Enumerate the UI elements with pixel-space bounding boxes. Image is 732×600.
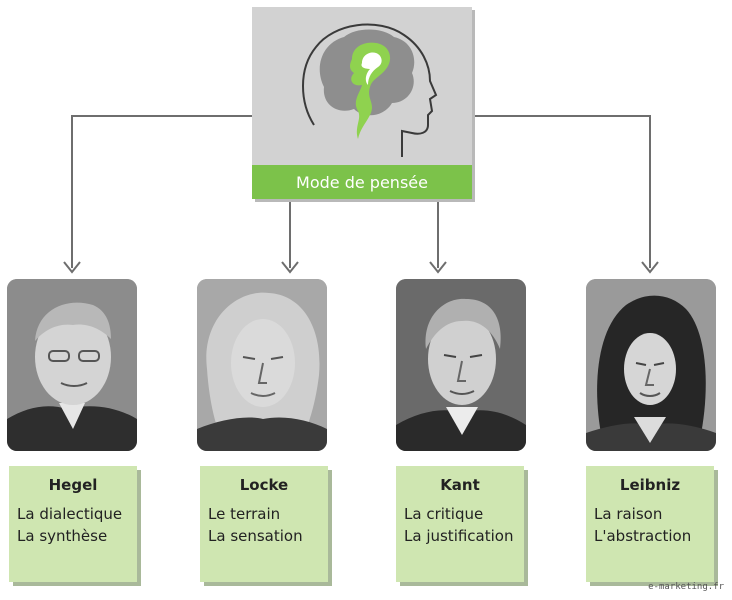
concept-line: La raison bbox=[594, 505, 663, 523]
concept-line: Le terrain bbox=[208, 505, 281, 523]
concept-line: L'abstraction bbox=[594, 527, 692, 545]
root-node: Mode de pensée bbox=[252, 7, 472, 199]
connector-to-hegel bbox=[71, 115, 252, 268]
card-hegel: Hegel La dialectique La synthèse bbox=[9, 466, 137, 582]
card-leibniz: Leibniz La raison L'abstraction bbox=[586, 466, 714, 582]
concept-line: La dialectique bbox=[17, 505, 123, 523]
portrait-hegel-image bbox=[7, 279, 137, 451]
portrait-locke-image bbox=[197, 279, 327, 451]
portrait-kant-image bbox=[396, 279, 526, 451]
source-credit: e-marketing.fr bbox=[648, 582, 724, 592]
root-label: Mode de pensée bbox=[252, 165, 472, 199]
arrowhead-kant bbox=[429, 261, 447, 274]
connector-to-leibniz bbox=[472, 115, 651, 268]
concept-line: La sensation bbox=[208, 527, 303, 545]
philosopher-name: Locke bbox=[239, 476, 289, 494]
concept-line: La synthèse bbox=[17, 527, 108, 545]
portrait-hegel bbox=[7, 279, 137, 451]
portrait-leibniz bbox=[586, 279, 716, 451]
concept-line: La critique bbox=[404, 505, 484, 523]
card-locke: Locke Le terrain La sensation bbox=[200, 466, 328, 582]
card-kant: Kant La critique La justification bbox=[396, 466, 524, 582]
head-thought-icon bbox=[302, 23, 438, 157]
philosopher-name: Hegel bbox=[48, 476, 98, 494]
arrowhead-locke bbox=[281, 261, 299, 274]
arrowhead-hegel bbox=[63, 261, 81, 274]
philosopher-name: Leibniz bbox=[619, 476, 681, 494]
arrowhead-leibniz bbox=[641, 261, 659, 274]
philosopher-name: Kant bbox=[440, 476, 480, 494]
concept-line: La justification bbox=[404, 527, 514, 545]
portrait-kant bbox=[396, 279, 526, 451]
portrait-locke bbox=[197, 279, 327, 451]
portrait-leibniz-image bbox=[586, 279, 716, 451]
